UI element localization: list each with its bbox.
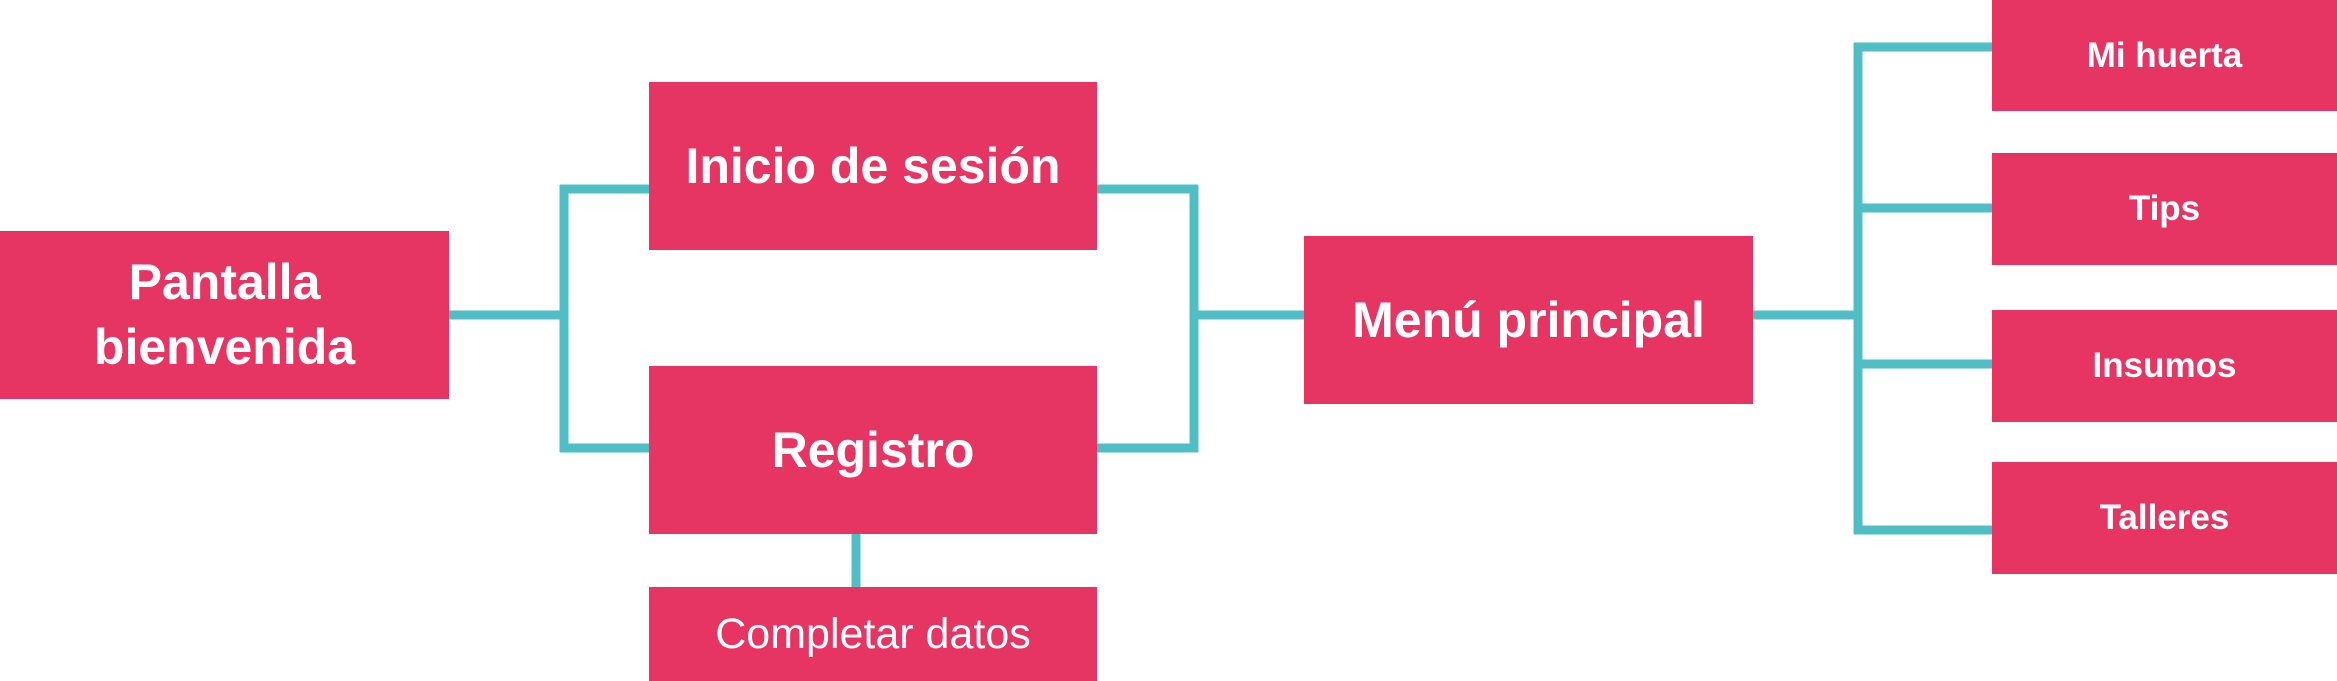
node-my-garden[interactable]: Mi huerta [1992, 0, 2337, 111]
node-tips-label: Tips [2128, 189, 2201, 228]
node-supplies[interactable]: Insumos [1992, 310, 2337, 422]
node-workshops-label: Talleres [2099, 498, 2230, 537]
node-welcome-label: Pantalla bienvenida [93, 254, 356, 375]
node-main-menu-label: Menú principal [1352, 291, 1705, 348]
node-register-label: Registro [771, 421, 975, 478]
node-supplies-label: Insumos [2092, 346, 2237, 385]
node-complete-data-label: Completar datos [715, 609, 1031, 658]
node-workshops[interactable]: Talleres [1992, 462, 2337, 574]
node-login-label: Inicio de sesión [685, 137, 1061, 194]
node-complete-data[interactable]: Completar datos [649, 587, 1097, 681]
node-tips[interactable]: Tips [1992, 153, 2337, 265]
node-login[interactable]: Inicio de sesión [649, 82, 1097, 250]
node-welcome-screen[interactable]: Pantalla bienvenida [0, 231, 449, 399]
node-register[interactable]: Registro [649, 366, 1097, 534]
node-my-garden-label: Mi huerta [2086, 35, 2243, 75]
node-main-menu[interactable]: Menú principal [1304, 236, 1753, 404]
